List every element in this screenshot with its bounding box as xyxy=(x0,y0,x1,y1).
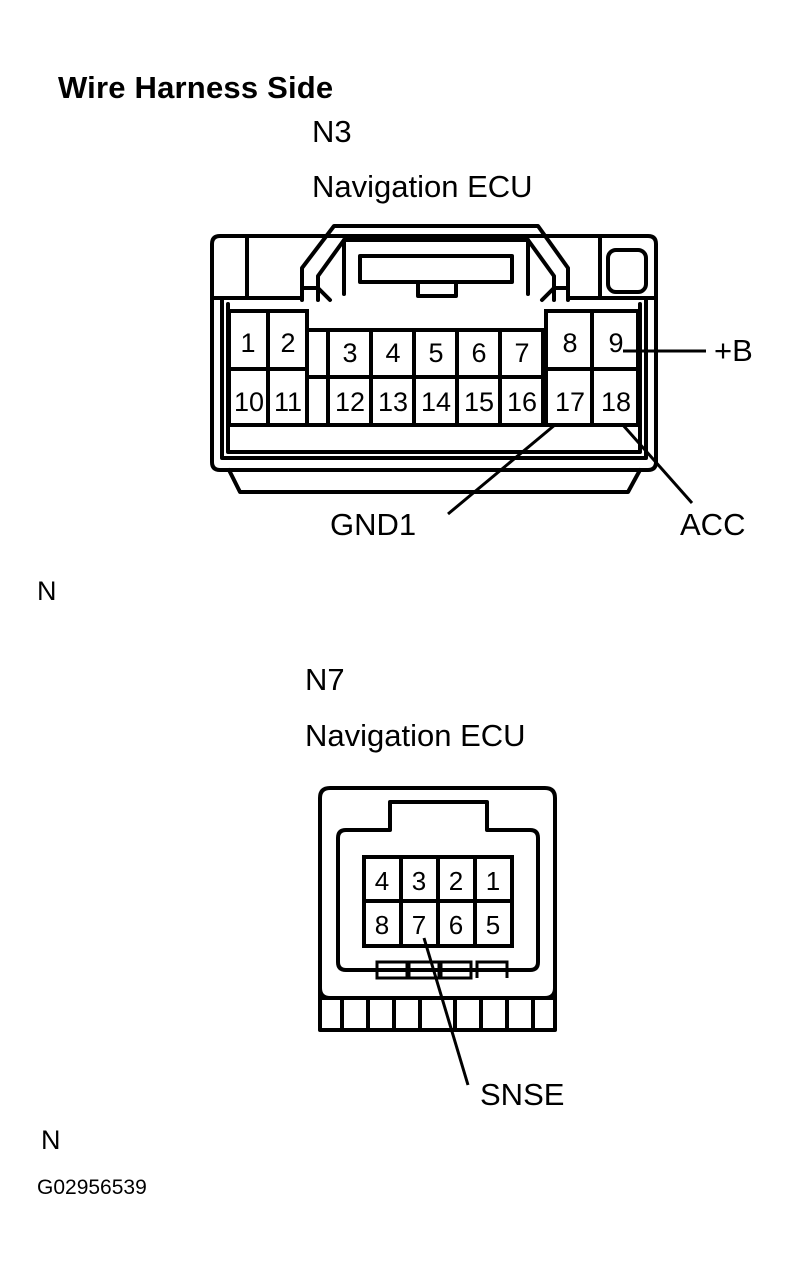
n3-pin-15: 15 xyxy=(464,387,494,417)
page-title: Wire Harness Side xyxy=(58,70,334,105)
n3-pin-9: 9 xyxy=(608,328,623,358)
n3-pin-6: 6 xyxy=(471,338,486,368)
reference-code: G02956539 xyxy=(37,1176,147,1199)
n7-pin-1: 1 xyxy=(486,866,500,896)
n3-pin-2: 2 xyxy=(280,328,295,358)
n3-pin-5: 5 xyxy=(428,338,443,368)
n3-pin-4: 4 xyxy=(385,338,400,368)
n3-pin-13: 13 xyxy=(378,387,408,417)
n3-pin-7: 7 xyxy=(514,338,529,368)
n7-pin-8: 8 xyxy=(375,910,389,940)
section-marker-upper: N xyxy=(37,576,57,606)
leader-acc xyxy=(620,423,694,504)
n3-pin-11: 11 xyxy=(274,387,302,417)
n3-locking-tab xyxy=(300,224,570,302)
n3-leader-lines xyxy=(447,349,706,516)
n7-flange-dividers xyxy=(320,996,555,1030)
n3-pin-numbers-row2: 10 11 12 13 14 15 16 17 18 xyxy=(234,387,631,417)
pin-label-gnd1: GND1 xyxy=(330,507,417,542)
pin-label-snse: SNSE xyxy=(480,1077,565,1112)
section-marker-lower: N xyxy=(41,1125,61,1155)
n3-pin-8: 8 xyxy=(562,328,577,358)
n3-pin-18: 18 xyxy=(601,387,631,417)
n7-pin-5: 5 xyxy=(486,910,500,940)
leader-gnd1 xyxy=(447,422,557,516)
n3-shell-details xyxy=(210,234,658,300)
n7-pin-7: 7 xyxy=(412,910,426,940)
n7-pin-4: 4 xyxy=(375,866,389,896)
n7-leader-lines xyxy=(422,937,470,1086)
n7-pin-numbers-row2: 8 7 6 5 xyxy=(375,910,500,940)
pin-label-plus-b: +B xyxy=(714,333,753,368)
connector-n3-name: Navigation ECU xyxy=(312,169,533,204)
n3-pin-14: 14 xyxy=(421,387,451,417)
n7-pin-3: 3 xyxy=(412,866,426,896)
n7-pin-6: 6 xyxy=(449,910,463,940)
n3-pin-17: 17 xyxy=(555,387,585,417)
leader-snse xyxy=(422,937,470,1086)
n3-pin-1: 1 xyxy=(240,328,255,358)
n3-pin-grid xyxy=(227,309,640,427)
n3-pin-16: 16 xyxy=(507,387,537,417)
n7-pin-2: 2 xyxy=(449,866,463,896)
n3-pin-10: 10 xyxy=(234,387,264,417)
connector-n7-code: N7 xyxy=(305,662,345,697)
pin-label-acc: ACC xyxy=(680,507,746,542)
n7-pin-grid xyxy=(362,855,514,948)
connector-n3-code: N3 xyxy=(312,114,352,149)
n7-pin-numbers-row1: 4 3 2 1 xyxy=(375,866,500,896)
n3-pin-12: 12 xyxy=(335,387,365,417)
n3-pin-numbers-row1: 1 2 3 4 5 6 7 8 9 xyxy=(240,328,623,368)
connector-n7-name: Navigation ECU xyxy=(305,718,526,753)
n3-pin-3: 3 xyxy=(342,338,357,368)
